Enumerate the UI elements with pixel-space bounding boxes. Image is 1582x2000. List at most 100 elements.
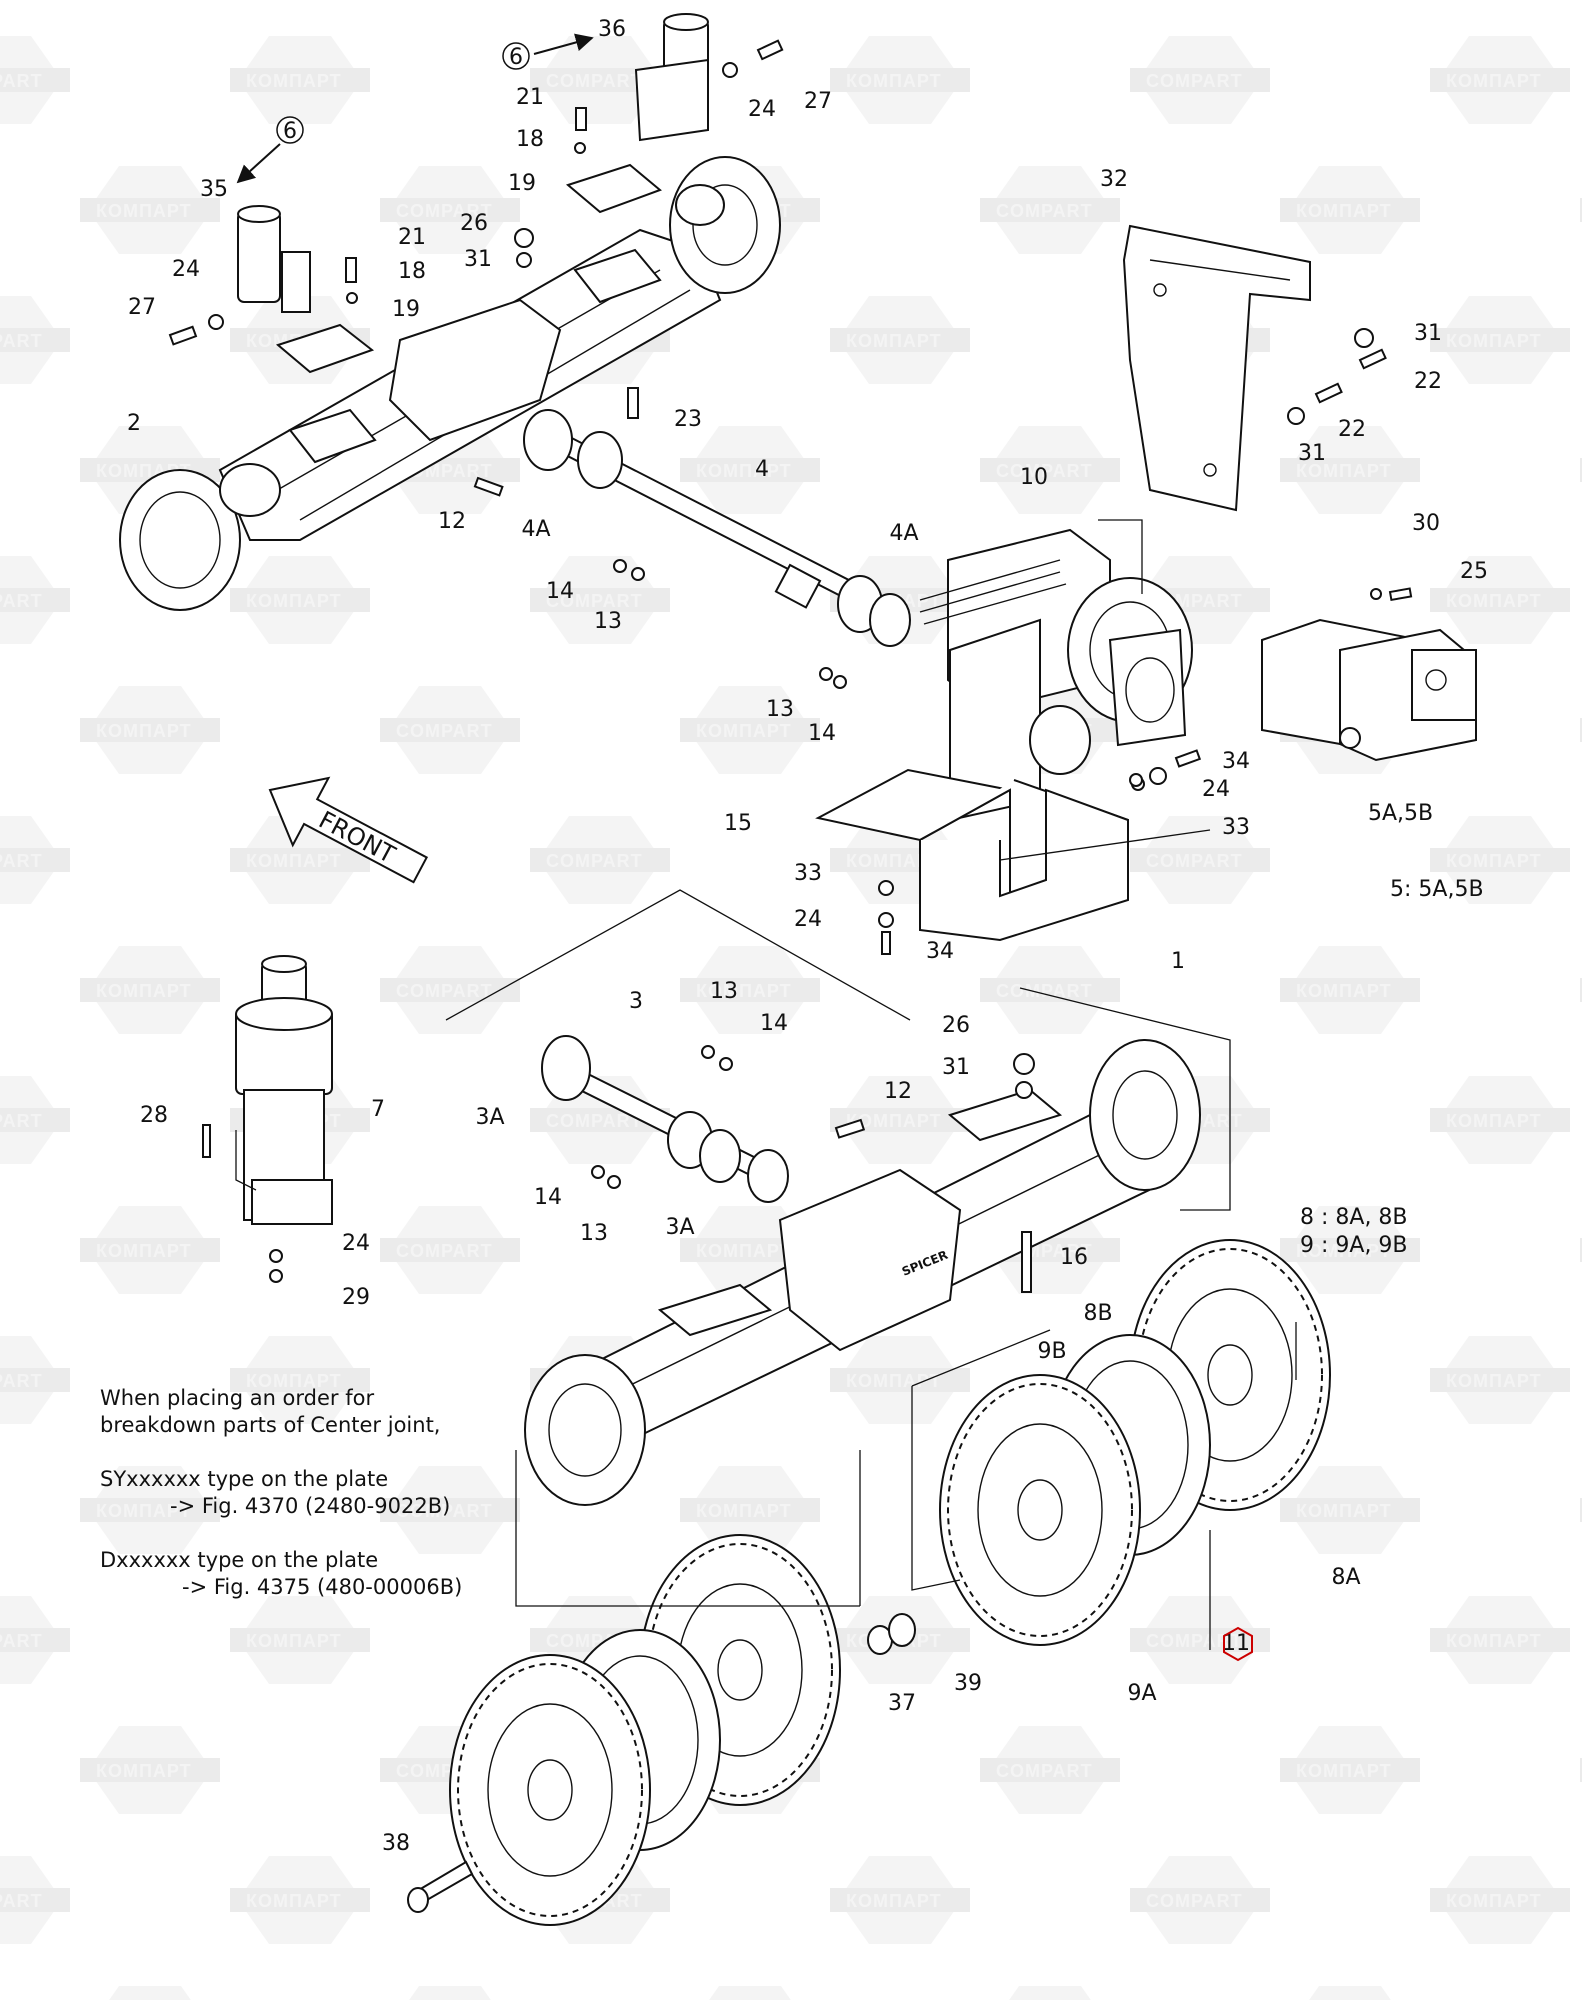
watermark-text: КОМПАРТ bbox=[96, 1241, 192, 1261]
callout-3A: 3A bbox=[665, 1215, 694, 1240]
guard-15 bbox=[815, 768, 1143, 955]
watermark-band bbox=[1430, 1108, 1570, 1132]
watermark-band bbox=[1280, 1238, 1420, 1262]
order-note-line-1: When placing an order for bbox=[100, 1386, 374, 1410]
drive-shaft-4 bbox=[523, 409, 911, 689]
callout-7: 7 bbox=[371, 1097, 385, 1122]
watermark-text: КОМПАРТ bbox=[1296, 1501, 1392, 1521]
watermark-band bbox=[830, 328, 970, 352]
watermark-band bbox=[80, 718, 220, 742]
watermark-text: КОМПАРТ bbox=[1296, 981, 1392, 1001]
watermark-hexagon bbox=[1009, 1986, 1091, 2000]
order-note-line-5: Dxxxxxx type on the plate bbox=[100, 1548, 378, 1572]
callout-14: 14 bbox=[534, 1185, 562, 1210]
callout-18: 18 bbox=[516, 127, 544, 152]
watermark-text: КОМПАРТ bbox=[246, 1371, 342, 1391]
watermark-text: КОМПАРТ bbox=[1296, 1241, 1392, 1261]
callout-30: 30 bbox=[1412, 511, 1440, 536]
callout-23: 23 bbox=[674, 407, 702, 432]
callout-27: 27 bbox=[128, 295, 156, 320]
callout-21: 21 bbox=[398, 225, 426, 250]
watermark-text: COMPART bbox=[0, 591, 43, 611]
watermark-band bbox=[1130, 1888, 1270, 1912]
callout-4: 4 bbox=[755, 457, 769, 482]
watermark-band bbox=[0, 328, 70, 352]
callout-33: 33 bbox=[1222, 815, 1250, 840]
watermark-band bbox=[1430, 1628, 1570, 1652]
watermark-band bbox=[380, 718, 520, 742]
watermark-text: КОМПАРТ bbox=[246, 1891, 342, 1911]
watermark-band bbox=[0, 1888, 70, 1912]
watermark-band bbox=[0, 848, 70, 872]
callout-34: 34 bbox=[926, 939, 954, 964]
watermark-text: COMPART bbox=[396, 1501, 493, 1521]
watermark-band bbox=[530, 848, 670, 872]
watermark-band bbox=[1430, 848, 1570, 872]
center-joint-7 bbox=[202, 955, 333, 1283]
watermark-band bbox=[80, 1758, 220, 1782]
callout-5-5A-5B: 5: 5A,5B bbox=[1390, 877, 1484, 902]
watermark-text: COMPART bbox=[396, 981, 493, 1001]
watermark-text: КОМПАРТ bbox=[1446, 1631, 1542, 1651]
watermark-text: КОМПАРТ bbox=[1296, 1761, 1392, 1781]
callout-24: 24 bbox=[342, 1231, 370, 1256]
watermark-text: КОМПАРТ bbox=[696, 1501, 792, 1521]
watermark-text: КОМПАРТ bbox=[846, 331, 942, 351]
callout-18: 18 bbox=[398, 259, 426, 284]
watermark-text: КОМПАРТ bbox=[696, 721, 792, 741]
right-wheel-set bbox=[939, 1239, 1331, 1646]
watermark-band bbox=[0, 68, 70, 92]
watermark-hexagon bbox=[109, 1986, 191, 2000]
watermark-band bbox=[230, 1368, 370, 1392]
watermark-text: КОМПАРТ bbox=[96, 721, 192, 741]
watermark-text: КОМПАРТ bbox=[1446, 331, 1542, 351]
watermark-band bbox=[1430, 588, 1570, 612]
callout-1: 1 bbox=[1171, 949, 1185, 974]
callout-27: 27 bbox=[804, 89, 832, 114]
callout-13: 13 bbox=[710, 979, 738, 1004]
watermark-band bbox=[230, 848, 370, 872]
watermark-band bbox=[380, 978, 520, 1002]
watermark-text: COMPART bbox=[1146, 1891, 1243, 1911]
watermark-text: COMPART bbox=[396, 721, 493, 741]
callout-5A-5B: 5A,5B bbox=[1368, 801, 1433, 826]
callout-37: 37 bbox=[888, 1691, 916, 1716]
watermark-text: COMPART bbox=[0, 1111, 43, 1131]
watermark-band bbox=[1580, 1758, 1582, 1782]
watermark-band bbox=[1580, 1498, 1582, 1522]
watermark-text: КОМПАРТ bbox=[696, 981, 792, 1001]
callout-8A: 8A bbox=[1331, 1565, 1360, 1590]
callout-14: 14 bbox=[808, 721, 836, 746]
watermark-text: COMPART bbox=[996, 981, 1093, 1001]
watermark-band bbox=[80, 1498, 220, 1522]
callout-29: 29 bbox=[342, 1285, 370, 1310]
callout-38: 38 bbox=[382, 1831, 410, 1856]
watermark-text: COMPART bbox=[546, 591, 643, 611]
callout-22: 22 bbox=[1338, 417, 1366, 442]
watermark-band bbox=[80, 1238, 220, 1262]
watermark-band bbox=[0, 1108, 70, 1132]
watermark-band bbox=[380, 198, 520, 222]
grouping-lines bbox=[235, 519, 1297, 1650]
watermark-band bbox=[980, 1758, 1120, 1782]
callout-16: 16 bbox=[1060, 1245, 1088, 1270]
watermark-band bbox=[0, 1368, 70, 1392]
drive-shaft-3 bbox=[541, 1035, 789, 1203]
callout-34: 34 bbox=[1222, 749, 1250, 774]
watermark-text: КОМПАРТ bbox=[1296, 201, 1392, 221]
order-note-line-3: SYxxxxxx type on the plate bbox=[100, 1467, 388, 1491]
callout-9A: 9A bbox=[1127, 1681, 1156, 1706]
watermark-text: КОМПАРТ bbox=[696, 461, 792, 481]
watermark-hexagon bbox=[1309, 1986, 1391, 2000]
watermark-text: COMPART bbox=[1146, 71, 1243, 91]
order-note: When placing an order for breakdown part… bbox=[100, 1386, 462, 1599]
watermark-band bbox=[1280, 198, 1420, 222]
callout-31: 31 bbox=[1298, 441, 1326, 466]
watermark-text: КОМПАРТ bbox=[846, 1111, 942, 1131]
watermark-band bbox=[1580, 1238, 1582, 1262]
callout-13: 13 bbox=[766, 697, 794, 722]
callout-35: 35 bbox=[200, 177, 228, 202]
watermark-text: КОМПАРТ bbox=[246, 851, 342, 871]
watermark-text: COMPART bbox=[1146, 1631, 1243, 1651]
